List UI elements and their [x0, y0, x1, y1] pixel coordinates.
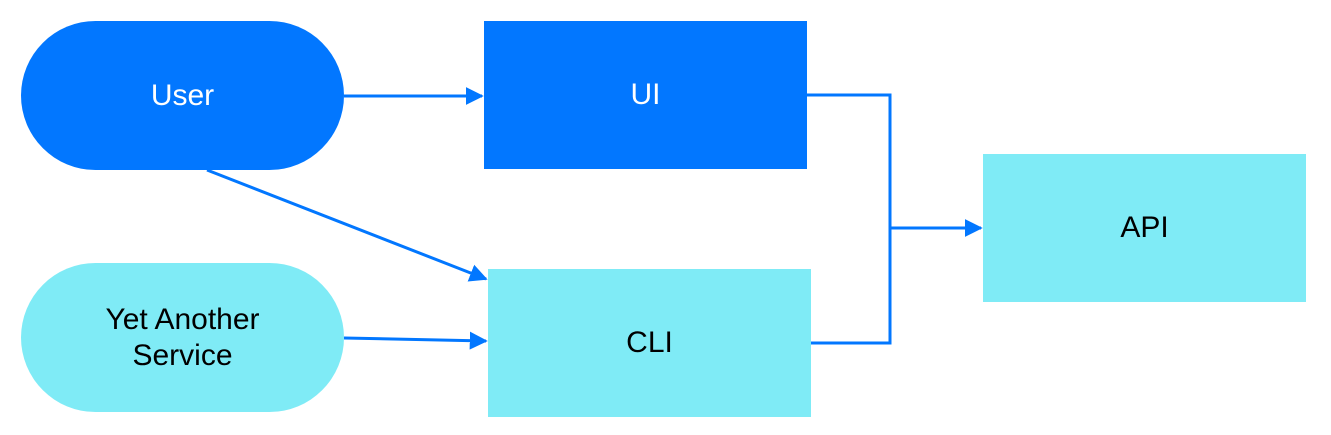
node-ui-label: UI: [630, 78, 661, 111]
node-cli-label: CLI: [626, 326, 673, 359]
node-yet-another-service-label: Yet Another Service: [105, 302, 260, 372]
edge-cli-to-api: [811, 228, 892, 345]
node-cli: CLI: [488, 269, 811, 417]
node-ui: UI: [484, 21, 807, 169]
node-api-label: API: [1120, 211, 1169, 244]
edge-yet-another-service-to-cli: [343, 331, 488, 350]
node-user-label: User: [150, 78, 215, 112]
node-api: API: [983, 154, 1306, 302]
node-yet-another-service: Yet Another Service: [21, 263, 344, 412]
edge-ui-to-api: [807, 93, 892, 228]
node-user: User: [21, 21, 344, 170]
